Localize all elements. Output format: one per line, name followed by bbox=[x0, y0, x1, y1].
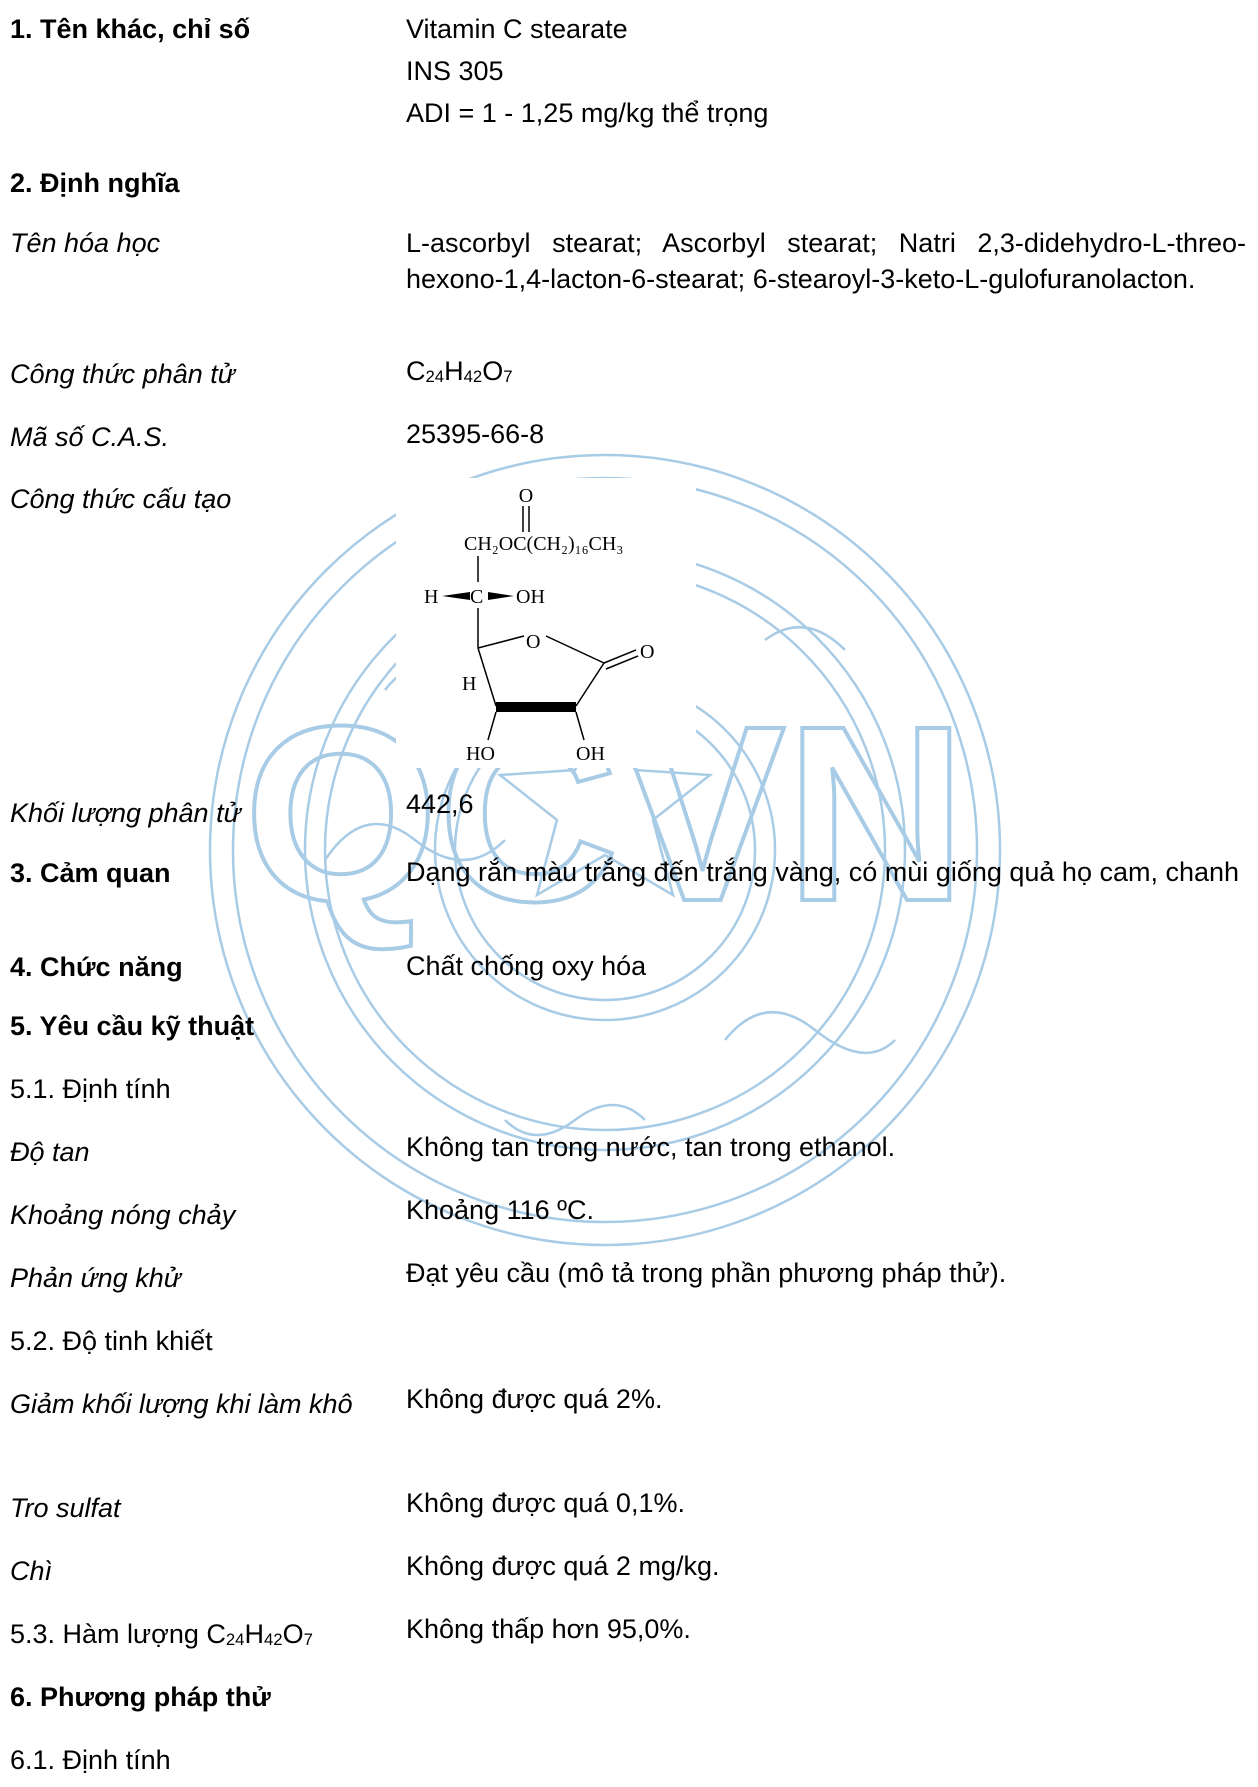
other-name-2: INS 305 bbox=[406, 56, 504, 86]
section-5-2-heading: 5.2. Độ tinh khiết bbox=[10, 1326, 213, 1356]
structure-ho: HO bbox=[466, 743, 495, 765]
structural-formula-label: Công thức cấu tạo bbox=[10, 484, 232, 514]
lead-value: Không được quá 2 mg/kg. bbox=[406, 1551, 720, 1581]
structural-formula-diagram: O CH₂OC(CH₂)₁₆CH₃ H C OH O O H HO OH bbox=[396, 478, 696, 768]
structure-oh-right: OH bbox=[516, 586, 545, 608]
melting-range-value: Khoảng 116 ºC. bbox=[406, 1195, 594, 1225]
melting-range-label: Khoảng nóng chảy bbox=[10, 1200, 236, 1230]
molecular-formula-label: Công thức phân tử bbox=[10, 359, 235, 389]
assay-value: Không thấp hơn 95,0%. bbox=[406, 1614, 691, 1644]
other-names-values: Vitamin C stearate INS 305 ADI = 1 - 1,2… bbox=[406, 8, 1246, 134]
solubility-label: Độ tan bbox=[10, 1137, 90, 1167]
section-4-heading: 4. Chức năng bbox=[10, 952, 183, 982]
cas-value: 25395-66-8 bbox=[406, 419, 545, 449]
structure-carbonyl-o: O bbox=[640, 641, 654, 663]
section-5-heading: 5. Yêu cầu kỹ thuật bbox=[10, 1011, 255, 1041]
reduction-reaction-value: Đạt yêu cầu (mô tả trong phần phương phá… bbox=[406, 1258, 1007, 1288]
qcvn-watermark-seal: QCVN bbox=[208, 453, 1002, 1247]
molecular-weight-value: 442,6 bbox=[406, 789, 474, 819]
formula-h: H bbox=[444, 356, 464, 386]
lead-label: Chì bbox=[10, 1556, 53, 1586]
section-3-heading: 3. Cảm quan bbox=[10, 858, 171, 888]
assay-formula-o-count: 7 bbox=[303, 1630, 313, 1649]
structure-h-ring: H bbox=[462, 673, 476, 695]
formula-h-count: 42 bbox=[463, 367, 483, 386]
section-5-3-heading: 5.3. Hàm lượng C24H42O7 bbox=[10, 1613, 390, 1655]
solubility-value: Không tan trong nước, tan trong ethanol. bbox=[406, 1132, 896, 1162]
reduction-reaction-label: Phản ứng khử bbox=[10, 1263, 181, 1293]
section-6-1-heading: 6.1. Định tính bbox=[10, 1745, 171, 1775]
section-5-1-heading: 5.1. Định tính bbox=[10, 1074, 171, 1104]
other-name-1: Vitamin C stearate bbox=[406, 14, 628, 44]
structure-c-mid: C bbox=[470, 586, 483, 608]
formula-o: O bbox=[482, 356, 504, 386]
section-6-heading: 6. Phương pháp thử bbox=[10, 1682, 271, 1712]
molecular-formula-value: C24H42O7 bbox=[406, 353, 1246, 389]
assay-formula-h-count: 42 bbox=[263, 1630, 283, 1649]
assay-formula-c-count: 24 bbox=[225, 1630, 245, 1649]
function-value: Chất chống oxy hóa bbox=[406, 951, 647, 981]
section-1-heading: 1. Tên khác, chỉ số bbox=[10, 14, 251, 44]
structure-chain: CH₂OC(CH₂)₁₆CH₃ bbox=[464, 533, 623, 555]
assay-formula-h: H bbox=[244, 1619, 264, 1649]
loss-on-drying-value: Không được quá 2%. bbox=[406, 1384, 663, 1414]
sulfated-ash-value: Không được quá 0,1%. bbox=[406, 1488, 685, 1518]
molecular-weight-label: Khối lượng phân tử bbox=[10, 798, 241, 828]
structure-oh: OH bbox=[576, 743, 605, 765]
formula-o-count: 7 bbox=[503, 367, 513, 386]
structure-o-top: O bbox=[519, 485, 533, 507]
structure-ring-o: O bbox=[526, 631, 540, 653]
assay-formula-o: O bbox=[282, 1619, 304, 1649]
formula-c: C bbox=[406, 356, 426, 386]
chemical-name-label: Tên hóa học bbox=[10, 228, 161, 258]
assay-label-prefix: 5.3. Hàm lượng bbox=[10, 1619, 207, 1649]
loss-on-drying-label: Giảm khối lượng khi làm khô bbox=[10, 1389, 353, 1419]
formula-c-count: 24 bbox=[425, 367, 445, 386]
assay-formula-c: C bbox=[206, 1619, 226, 1649]
section-2-heading: 2. Định nghĩa bbox=[10, 168, 180, 198]
cas-label: Mã số C.A.S. bbox=[10, 422, 170, 452]
structure-h-left: H bbox=[424, 586, 438, 608]
sulfated-ash-label: Tro sulfat bbox=[10, 1493, 121, 1523]
chemical-name-value: L-ascorbyl stearat; Ascorbyl stearat; Na… bbox=[406, 228, 1246, 294]
sensory-value: Dạng rắn màu trắng đến trắng vàng, có mù… bbox=[406, 857, 1240, 887]
other-name-3: ADI = 1 - 1,25 mg/kg thể trọng bbox=[406, 98, 769, 128]
